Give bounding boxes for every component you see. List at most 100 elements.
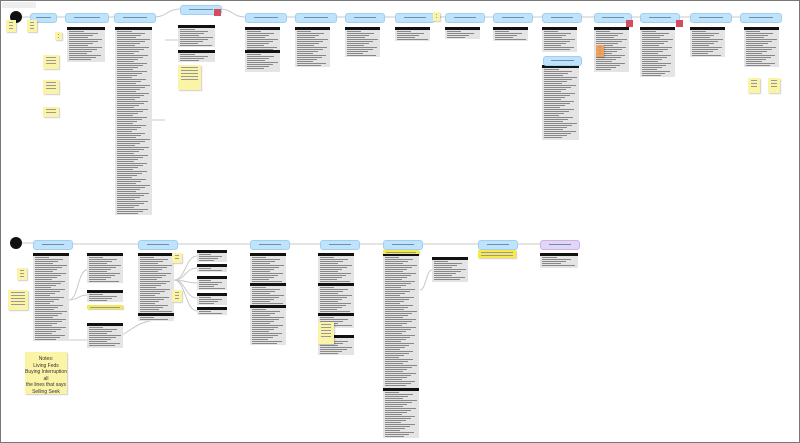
- table-row: [117, 201, 149, 202]
- screen-table: [178, 25, 215, 47]
- sticky-text-placeholder: [11, 298, 25, 299]
- table-row: [320, 349, 347, 350]
- table-row: [642, 55, 672, 56]
- table-row: [117, 55, 149, 56]
- table-row: [117, 91, 136, 92]
- table-row: [385, 303, 400, 304]
- table-row: [397, 35, 420, 36]
- step-label-placeholder: [304, 17, 328, 18]
- table-row: [385, 383, 411, 384]
- table-row: [180, 56, 209, 57]
- table-row: [642, 49, 668, 50]
- table-row: [140, 305, 169, 306]
- table-row: [542, 263, 562, 264]
- table-row: [252, 343, 277, 344]
- table-row: [140, 297, 169, 298]
- table-row: [385, 261, 409, 262]
- step-label-placeholder: [501, 17, 525, 18]
- screen-table: [395, 27, 430, 41]
- table-row: [35, 259, 63, 260]
- table-row: [385, 297, 414, 298]
- table-row: [117, 123, 133, 124]
- table-row: [544, 97, 566, 98]
- flow-step: [594, 13, 632, 23]
- sticky-text-placeholder: [181, 76, 198, 77]
- table-row: [746, 53, 763, 54]
- table-row: [385, 285, 406, 286]
- step-label-placeholder: [353, 17, 377, 18]
- table-row: [642, 53, 659, 54]
- table-row: [297, 35, 320, 36]
- table-row: [117, 51, 140, 52]
- table-row: [596, 49, 622, 50]
- table-row: [199, 299, 223, 300]
- sticky-text-placeholder: [46, 60, 56, 61]
- table-row: [385, 363, 404, 364]
- table-row: [544, 49, 570, 50]
- table-row: [117, 37, 136, 38]
- table-row: [117, 71, 147, 72]
- table-row: [117, 75, 137, 76]
- flow-step: [250, 240, 290, 250]
- table-row: [642, 61, 658, 62]
- table-row: [544, 103, 570, 104]
- table-row: [544, 117, 573, 118]
- table-row: [297, 65, 322, 66]
- table-row: [434, 271, 461, 272]
- table-row: [117, 107, 135, 108]
- table-header: [540, 253, 578, 256]
- table-row: [117, 135, 141, 136]
- note-line: the lines that says: [25, 382, 67, 388]
- table-row: [199, 270, 223, 271]
- screen-table: [67, 27, 105, 62]
- table-row: [320, 345, 339, 346]
- table-header: [395, 27, 430, 30]
- table-row: [252, 329, 274, 330]
- sticky-note: [596, 45, 604, 57]
- sticky-text-placeholder: [90, 307, 120, 308]
- table-row: [596, 47, 627, 48]
- table-row: [117, 45, 136, 46]
- table-row: [199, 260, 215, 261]
- table-row: [117, 39, 150, 40]
- screen-table: [383, 253, 419, 388]
- table-row: [642, 33, 669, 34]
- table-row: [385, 283, 411, 284]
- table-row: [385, 257, 400, 258]
- table-row: [117, 153, 135, 154]
- table-row: [385, 436, 405, 437]
- table-row: [252, 319, 279, 320]
- table-row: [642, 31, 656, 32]
- table-row: [385, 351, 414, 352]
- table-row: [385, 275, 412, 276]
- table-row: [89, 259, 117, 260]
- table-row: [347, 45, 365, 46]
- table-row: [544, 93, 576, 94]
- sticky-text-placeholder: [771, 83, 777, 84]
- table-row: [692, 43, 714, 44]
- sticky-text-placeholder: [771, 80, 777, 81]
- table-row: [347, 55, 377, 56]
- table-row: [447, 31, 461, 32]
- table-row: [544, 83, 563, 84]
- table-row: [544, 99, 561, 100]
- table-header: [197, 250, 227, 253]
- table-row: [117, 67, 138, 68]
- table-row: [247, 56, 274, 57]
- table-row: [252, 259, 280, 260]
- table-row: [252, 273, 283, 274]
- table-row: [385, 259, 413, 260]
- table-row: [320, 257, 335, 258]
- table-row: [596, 45, 614, 46]
- table-row: [692, 33, 719, 34]
- table-row: [320, 271, 338, 272]
- table-row: [385, 313, 413, 314]
- table-row: [692, 51, 713, 52]
- table-row: [320, 311, 351, 312]
- table-row: [140, 311, 173, 312]
- table-header: [250, 283, 286, 286]
- table-row: [692, 49, 718, 50]
- table-row: [544, 85, 576, 86]
- step-label-placeholder: [486, 244, 510, 245]
- table-row: [69, 43, 93, 44]
